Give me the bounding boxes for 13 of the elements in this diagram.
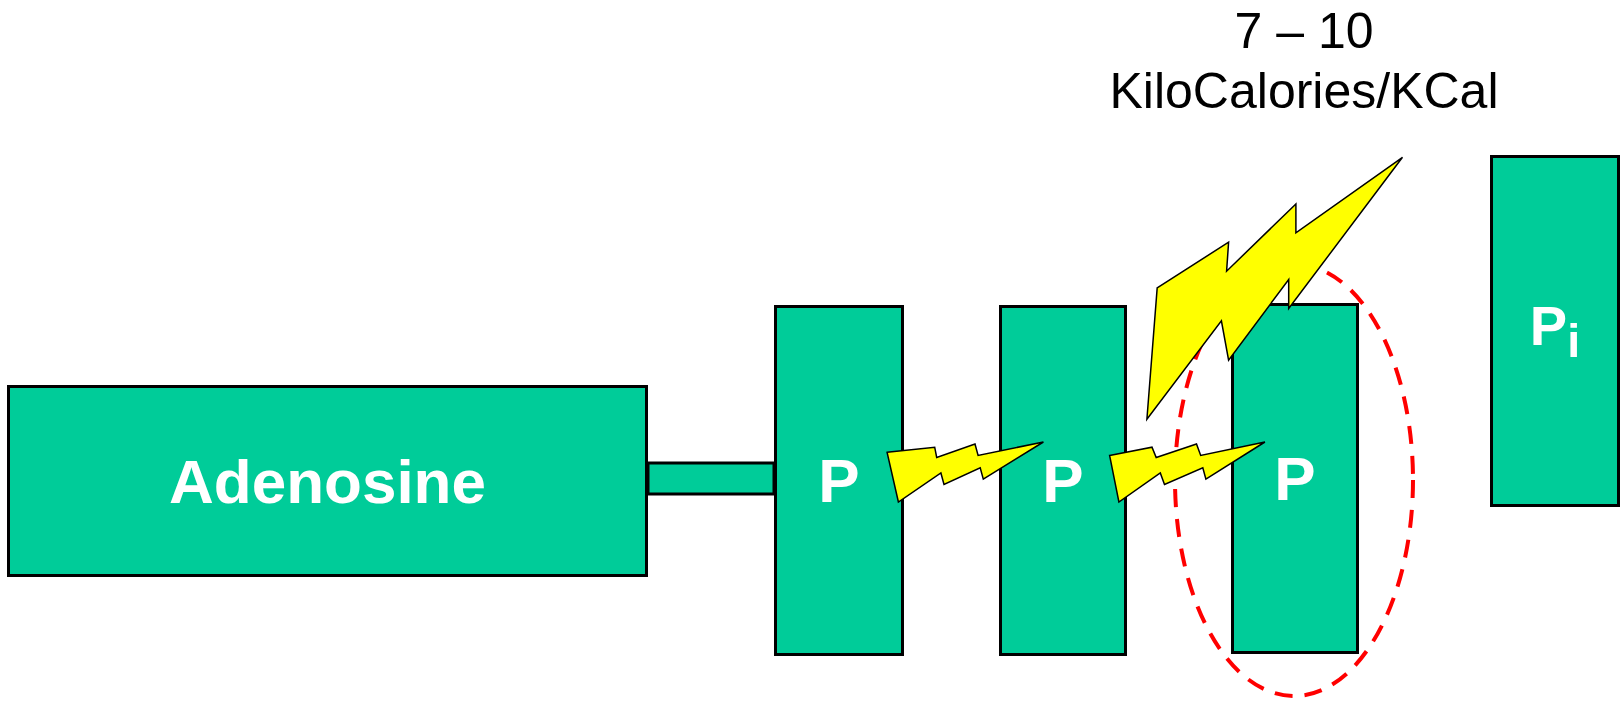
- molecule-part-box: [1490, 155, 1620, 507]
- part-label: P: [818, 445, 860, 516]
- molecule-part-box: [7, 385, 648, 577]
- part-label: P: [1042, 445, 1084, 516]
- molecule-part-box: [774, 305, 904, 656]
- molecule-part-box: [999, 305, 1127, 656]
- bond-bar: [646, 461, 776, 496]
- part-label: Adenosine: [169, 445, 486, 517]
- energy-value-label: 7 – 10: [1234, 2, 1374, 60]
- part-label: P: [1274, 443, 1316, 514]
- molecule-part-box: [1231, 303, 1359, 654]
- energy-unit-label: KiloCalories/KCal: [1109, 62, 1499, 120]
- part-label: P$_{i}$: [1529, 293, 1581, 369]
